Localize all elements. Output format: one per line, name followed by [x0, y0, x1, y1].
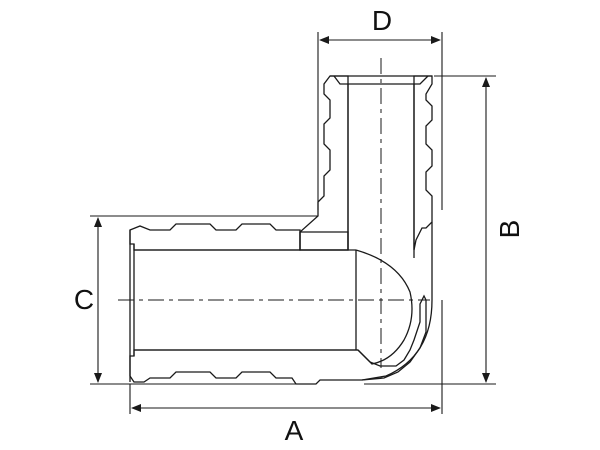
- vertical-right-wall: [413, 75, 433, 251]
- dimension-b: B: [364, 75, 525, 385]
- vertical-left-wall: [299, 75, 349, 251]
- outer-elbow-curve: [361, 222, 433, 381]
- dimension-c: C: [74, 215, 318, 385]
- center-lines: [118, 58, 430, 368]
- horizontal-top-wall: [129, 223, 301, 251]
- dimension-label-a: A: [285, 415, 304, 446]
- dimension-d: D: [317, 5, 443, 210]
- section-hatching: [129, 75, 433, 385]
- dimension-label-b: B: [494, 220, 525, 239]
- horizontal-bottom-wall: [129, 294, 427, 385]
- dimension-label-c: C: [74, 284, 94, 315]
- dimension-label-d: D: [372, 5, 392, 36]
- vertical-collar-top: [333, 75, 429, 85]
- inner-elbow-curve: [355, 249, 413, 365]
- dimension-a: A: [129, 300, 443, 446]
- fitting-outline: [129, 75, 433, 382]
- elbow-corner-wall: [299, 231, 349, 251]
